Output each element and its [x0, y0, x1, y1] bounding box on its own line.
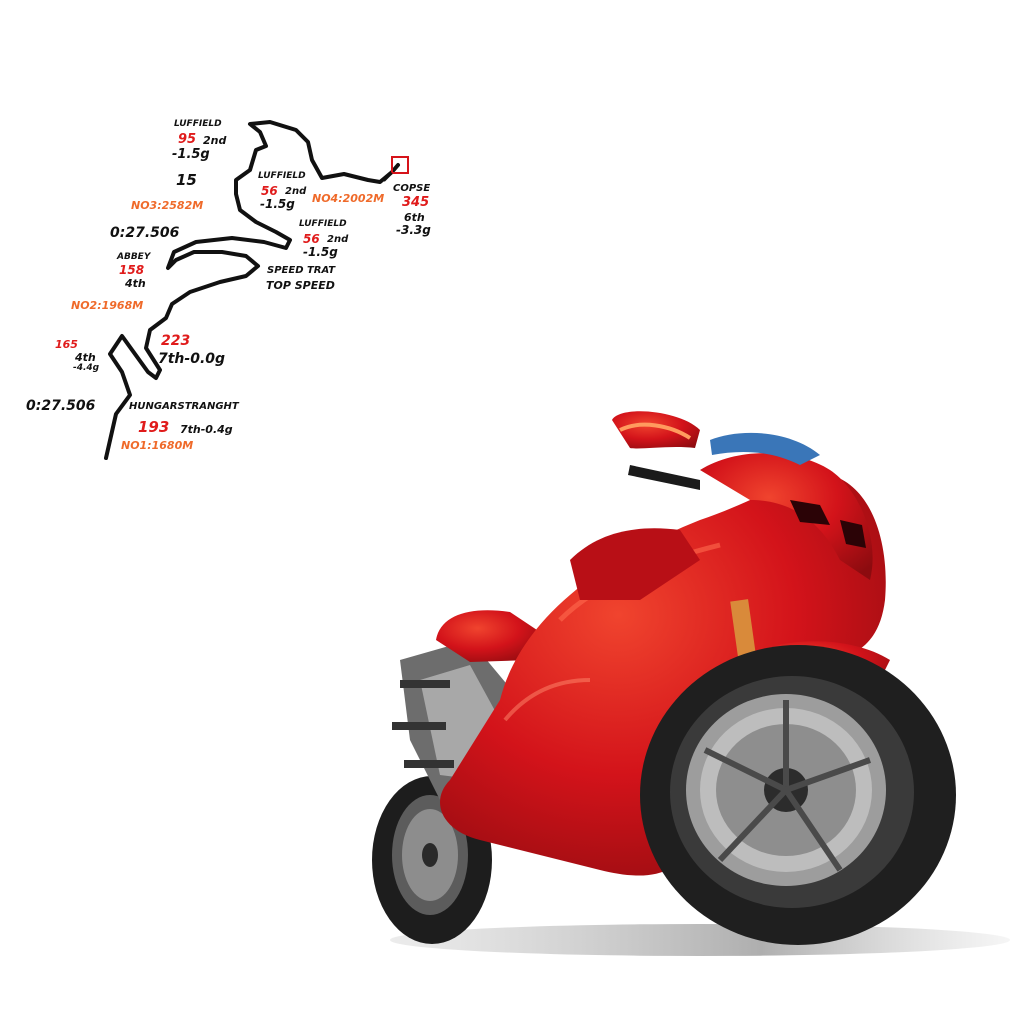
- gear-label: 4th: [125, 277, 146, 290]
- gear-label: 4th: [75, 351, 96, 364]
- corner-name-luffield: LUFFIELD: [299, 219, 347, 229]
- front-nose: [700, 453, 873, 580]
- lap-time: 0:27.506: [110, 225, 180, 241]
- gear-label: 7th-0.4g: [180, 423, 233, 436]
- gear-label: 2nd: [203, 134, 227, 147]
- corner-name-copse: COPSE: [393, 183, 431, 194]
- speed-label: 345: [402, 195, 430, 210]
- top-speed-label: TOP SPEED: [266, 279, 335, 292]
- corner-name-abbey: ABBEY: [117, 252, 151, 262]
- gear-label: 7th-0.0g: [158, 351, 226, 367]
- track-line: [104, 120, 400, 460]
- motorcycle-illustration: [372, 411, 1010, 956]
- handlebar: [628, 465, 700, 490]
- track-map: [104, 120, 409, 460]
- sector-distance: NO4:2002M: [312, 192, 385, 205]
- front-wheel: [640, 645, 956, 945]
- corner-name-luffield: LUFFIELD: [258, 171, 306, 181]
- g-force-label: -4.4g: [73, 363, 100, 373]
- g-force-label: -3.3g: [396, 223, 431, 237]
- lap-time: 0:27.506: [26, 398, 96, 414]
- speed-label: 56: [261, 184, 278, 198]
- windscreen: [710, 432, 820, 465]
- turn-number: 15: [176, 171, 197, 189]
- gear-label: 2nd: [285, 186, 307, 197]
- speed-label: 193: [138, 418, 170, 436]
- speed-label: 165: [55, 338, 78, 351]
- fairing: [440, 474, 886, 876]
- marker-line: [383, 172, 393, 182]
- sector-distance: NO2:1968M: [71, 299, 144, 312]
- g-force-label: -1.5g: [172, 147, 210, 162]
- sector-distance: NO1:1680M: [121, 439, 194, 452]
- corner-name-luffield: LUFFIELD: [174, 119, 222, 129]
- sector-distance: NO3:2582M: [131, 199, 204, 212]
- mirror: [612, 411, 700, 449]
- fuel-tank: [570, 528, 700, 600]
- gear-label: 6th: [404, 211, 425, 224]
- speed-label: 158: [119, 263, 145, 277]
- speed-trap-label: SPEED TRAT: [267, 265, 336, 276]
- gear-label: 2nd: [327, 234, 349, 245]
- straight-name: HUNGARSTRANGHT: [129, 401, 239, 412]
- g-force-label: -1.5g: [260, 197, 295, 211]
- g-force-label: -1.5g: [303, 245, 338, 259]
- speed-label: 56: [303, 232, 320, 246]
- speed-label: 223: [161, 333, 191, 349]
- square-marker-icon: [391, 156, 409, 174]
- ground-shadow: [390, 924, 1010, 956]
- speed-label: 95: [178, 132, 197, 147]
- tail-fairing: [436, 610, 540, 662]
